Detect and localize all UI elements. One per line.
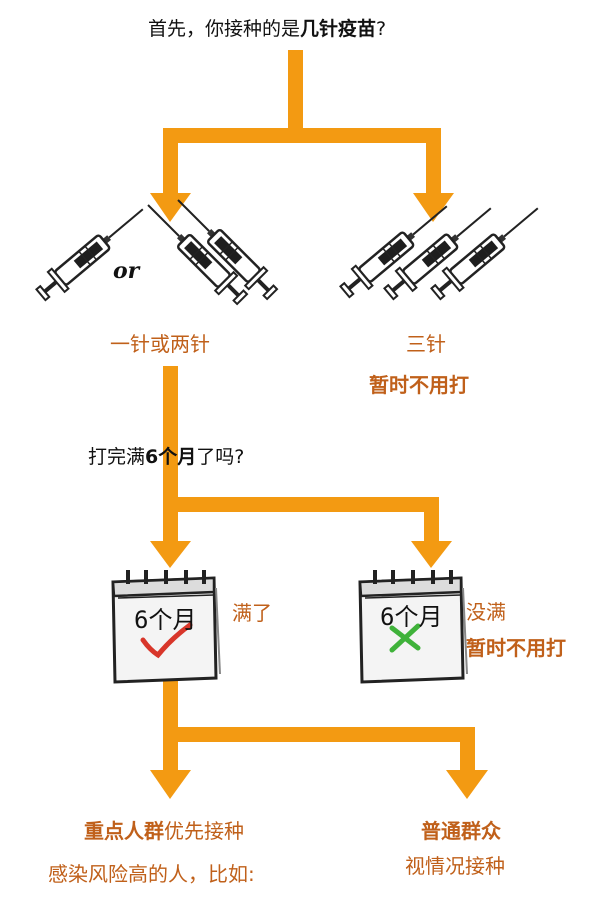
arrow-head-right-2 xyxy=(411,541,452,568)
note-not-needed-now-2: 暂时不用打 xyxy=(466,636,566,660)
arrow-bar-middle xyxy=(163,497,438,512)
question-vaccine-doses: 首先，你接种的是几针疫苗? xyxy=(148,14,386,41)
arrow-head-left-1 xyxy=(150,193,191,222)
label-three-doses: 三针 xyxy=(406,332,446,356)
calendar-left-text: 6个月 xyxy=(134,606,197,634)
label-reached: 满了 xyxy=(232,601,272,625)
outcome-priority-detail: 感染风险高的人，比如: xyxy=(48,862,255,886)
arrow-left-stem-1 xyxy=(163,128,178,198)
question2-emphasis: 6个月 xyxy=(145,446,197,468)
calendar-right-text: 6个月 xyxy=(380,603,443,631)
check-mark-icon xyxy=(140,622,193,659)
label-one-or-two-doses: 一针或两针 xyxy=(110,332,210,356)
question-prefix: 首先，你接种的是 xyxy=(148,18,301,40)
label-not-reached: 没满 xyxy=(466,600,506,624)
arrow-bar-bottom xyxy=(163,727,474,742)
cross-mark-icon xyxy=(389,623,421,653)
arrow-right-stem-2 xyxy=(424,497,439,547)
question2-prefix: 打完满 xyxy=(88,446,146,468)
arrow-head-left-2 xyxy=(150,541,191,568)
question-emphasis: 几针疫苗 xyxy=(300,18,377,40)
or-label: or xyxy=(113,258,140,284)
arrow-right-stem-1 xyxy=(426,128,441,198)
arrow-head-right-3 xyxy=(446,770,488,799)
outcome-priority-group: 重点人群优先接种 xyxy=(84,815,244,844)
arrow-stem-bottom xyxy=(163,676,178,776)
outcome-general-public: 普通群众 xyxy=(421,819,501,843)
outcome-priority-rest: 优先接种 xyxy=(164,819,244,843)
arrow-head-left-3 xyxy=(150,770,191,799)
arrow-bar-top xyxy=(163,128,441,143)
arrow-right-stem-3 xyxy=(460,727,475,775)
arrow-stem-top xyxy=(288,50,303,143)
question-six-months: 打完满6个月了吗? xyxy=(88,442,244,469)
question2-suffix: 了吗? xyxy=(196,446,245,468)
outcome-priority-emphasis: 重点人群 xyxy=(84,819,164,843)
note-not-needed-now: 暂时不用打 xyxy=(369,373,469,397)
question-suffix: ? xyxy=(376,18,387,40)
arrow-head-right-1 xyxy=(413,193,454,222)
outcome-general-detail: 视情况接种 xyxy=(405,854,505,878)
